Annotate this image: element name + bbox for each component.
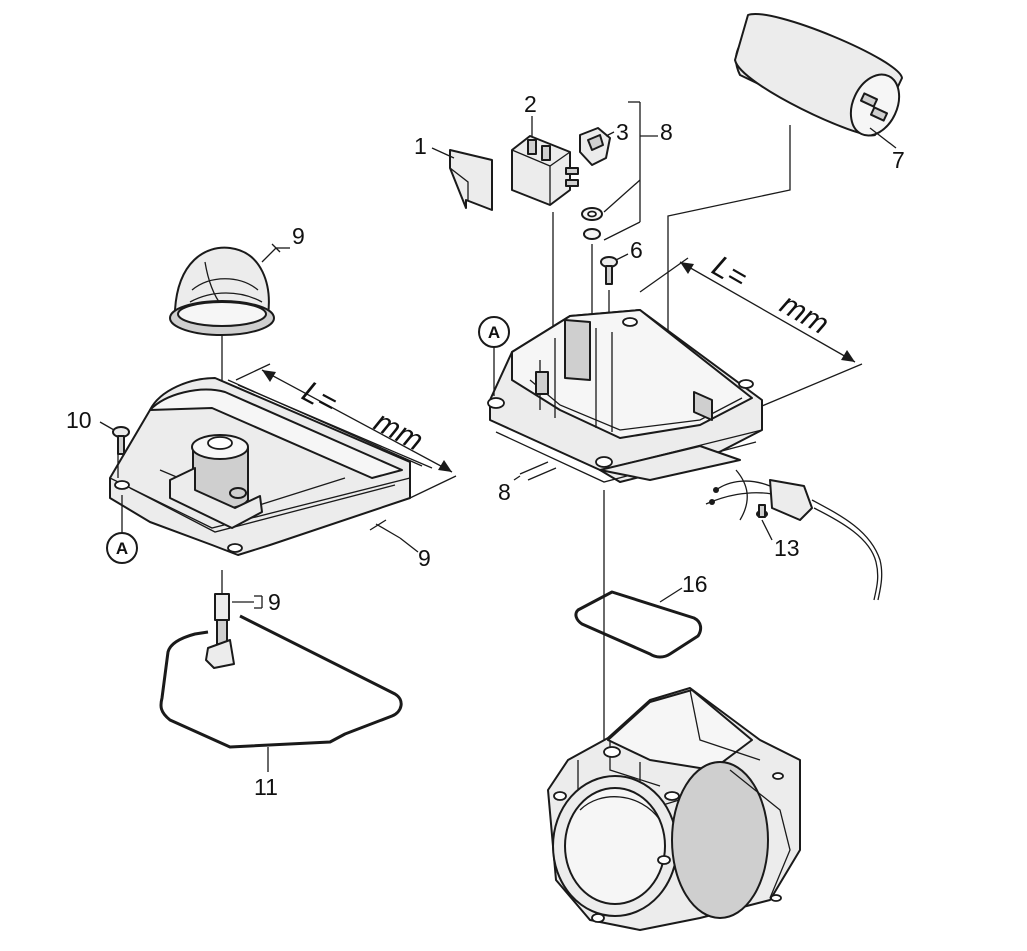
leader-7 (869, 127, 897, 149)
screw-6-part (600, 256, 618, 285)
capacitor-part (734, 13, 903, 137)
screw-10-part (112, 426, 130, 455)
callout-9-shaft: 9 (268, 589, 281, 615)
right-dimension-arrow (639, 257, 863, 407)
o-ring-small-part (583, 228, 601, 240)
leader-10 (99, 421, 115, 431)
callout-7: 7 (892, 147, 905, 173)
leader-1 (431, 147, 455, 159)
leader-8-bottom (513, 461, 557, 481)
callout-9-knob: 9 (292, 223, 305, 249)
callout-13: 13 (774, 535, 800, 561)
callout-8-top: 8 (660, 119, 673, 145)
leader-9-knob (261, 243, 290, 263)
callout-6: 6 (630, 237, 643, 263)
callout-2: 2 (524, 91, 537, 117)
leader-8-top (603, 101, 658, 241)
left-cover-part (109, 377, 433, 556)
callout-1: 1 (414, 133, 427, 159)
callout-16: 16 (682, 571, 708, 597)
left-dimension-arrow (235, 363, 457, 499)
leader-3 (605, 131, 615, 137)
leader-9-shaft (232, 595, 263, 609)
right-a-mark: A (488, 323, 500, 342)
leader-6 (615, 253, 629, 261)
left-a-mark: A (116, 539, 128, 558)
gasket-16-part (574, 590, 703, 659)
right-dim-unit: mm (775, 287, 835, 341)
plate-1-part (449, 149, 493, 211)
clip-3-part (579, 127, 611, 166)
leader-13 (761, 519, 773, 541)
leader-16 (659, 587, 683, 603)
washer-hole (587, 210, 597, 218)
pump-housing-part (547, 687, 801, 931)
leader-capacitor-axis (667, 125, 791, 380)
shaft-part (205, 570, 235, 669)
cable-13-part (705, 469, 883, 601)
right-dim-l-label: L= (707, 249, 753, 295)
large-gasket-part (159, 614, 403, 749)
leader-9-cover (369, 519, 419, 553)
switch-2-part (511, 135, 579, 206)
callout-9-cover: 9 (418, 545, 431, 571)
knob-part (169, 246, 275, 336)
callout-11: 11 (254, 774, 278, 800)
callout-10: 10 (66, 407, 92, 433)
callout-3: 3 (616, 119, 629, 145)
callout-8-bottom: 8 (498, 479, 511, 505)
electrical-box-part (487, 309, 763, 483)
